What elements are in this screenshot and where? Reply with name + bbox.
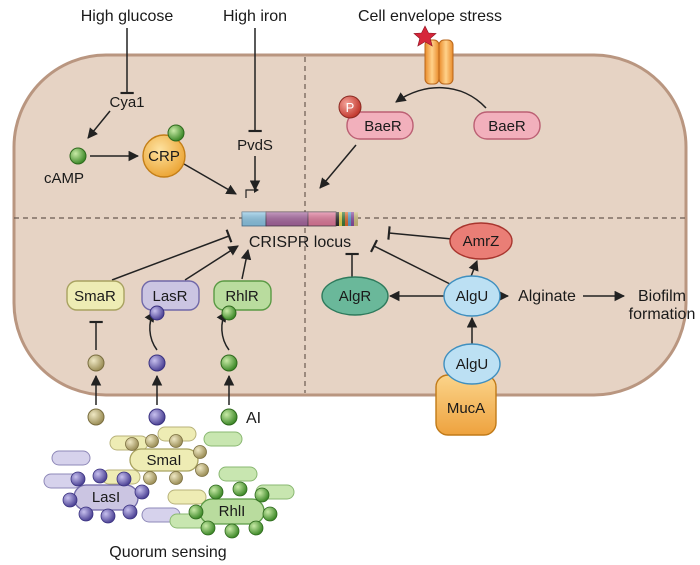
rhlr-label: RhlR (225, 288, 259, 305)
lasr-bound-signal (149, 305, 165, 321)
stress-star-icon (413, 25, 437, 47)
crp-bound-camp (167, 124, 185, 142)
algu-active-node (443, 275, 501, 317)
phosphate-group (338, 95, 362, 119)
crispr-locus-gene (241, 187, 358, 227)
camp-molecule (69, 147, 87, 165)
amrz-inhibits-crispr (387, 226, 453, 240)
rhlr-to-crispr-arrow (240, 248, 252, 280)
algu-active-label: AlgU (456, 288, 489, 305)
high-iron-label: High iron (223, 8, 287, 25)
promoter-arrow-icon (245, 189, 256, 198)
algr-label: AlgR (339, 288, 372, 305)
cell-envelope-stress-label: Cell envelope stress (358, 8, 502, 25)
smar-node (66, 280, 125, 311)
baer-phosphorylated-label: BaeR (364, 118, 402, 135)
algu-inhibits-crispr (370, 239, 453, 286)
crp-label: CRP (148, 148, 180, 165)
lasi-label: LasI (92, 489, 120, 506)
sma-signal-outside (87, 408, 105, 426)
pvds-label: PvdS (237, 137, 273, 154)
amrz-node (449, 222, 513, 260)
cya1-to-camp-arrow (87, 110, 111, 139)
smar-inhibits-crispr (111, 229, 233, 281)
las-signal-outside (148, 408, 166, 426)
algr-node (321, 276, 389, 316)
biofilm-label-line1: Biofilm (638, 288, 686, 305)
amrz-label: AmrZ (463, 233, 500, 250)
rhl-signal-inside (220, 354, 238, 372)
smai-label: SmaI (146, 452, 181, 469)
muca-label: MucA (447, 400, 485, 417)
membrane-channel (424, 39, 454, 85)
baer-label: BaeR (488, 118, 526, 135)
alginate-label: Alginate (518, 288, 576, 305)
algu-bound-label: AlgU (456, 356, 489, 373)
rhlr-bound-signal (221, 305, 237, 321)
lasr-label: LasR (152, 288, 187, 305)
lasr-to-crispr-arrow (184, 245, 239, 281)
baer-phosphorylated-node (346, 111, 414, 140)
baer-to-crispr-arrow (319, 144, 357, 189)
rhl-signal-outside (220, 408, 238, 426)
cya1-label: Cya1 (109, 94, 144, 111)
quorum-sensing-title: Quorum sensing (109, 544, 226, 561)
biofilm-label-line2: formation (629, 306, 696, 323)
crispr-locus-label: CRISPR locus (249, 234, 351, 251)
crp-to-crispr-arrow (183, 163, 237, 195)
camp-label: cAMP (44, 170, 84, 187)
las-signal-inside (148, 354, 166, 372)
baer-node (473, 111, 541, 140)
phosphate-label: P (346, 100, 355, 115)
lasr-node (141, 280, 200, 311)
algu-bound-node (443, 343, 501, 385)
sma-signal-inside (87, 354, 105, 372)
quorum-sensing-cluster (43, 426, 295, 539)
smar-label: SmaR (74, 288, 116, 305)
rhlr-node (213, 280, 272, 311)
smai-synthase (129, 448, 199, 472)
baer-phosphorylation-arrow (395, 86, 487, 109)
crp-protein (142, 134, 186, 178)
high-glucose-label: High glucose (81, 8, 174, 25)
ai-label: AI (246, 410, 261, 427)
rhli-label: RhlI (219, 503, 246, 520)
